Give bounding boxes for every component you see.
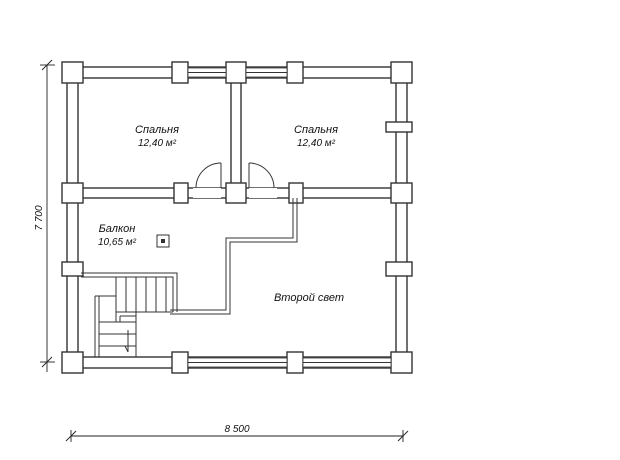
dimension-horizontal xyxy=(65,430,409,442)
doors xyxy=(193,162,277,198)
dimension-width-label: 8 500 xyxy=(224,424,249,435)
room-label-bedroom-left: Спальня xyxy=(135,124,179,136)
room-label-balcony: Балкон xyxy=(99,223,136,235)
dimension-height-label: 7 700 xyxy=(34,205,45,230)
log-corner-crosses xyxy=(61,61,413,374)
room-area-balcony: 10,65 м² xyxy=(98,237,137,248)
chimney-icon xyxy=(156,234,170,248)
dimension-vertical xyxy=(40,59,55,372)
room-area-bedroom-right: 12,40 м² xyxy=(297,138,336,149)
second-light-label: Второй свет xyxy=(274,292,344,304)
railing xyxy=(170,198,298,315)
stairs xyxy=(81,272,178,357)
room-area-bedroom-left: 12,40 м² xyxy=(138,138,177,149)
windows xyxy=(187,67,392,368)
room-label-bedroom-right: Спальня xyxy=(294,124,338,136)
